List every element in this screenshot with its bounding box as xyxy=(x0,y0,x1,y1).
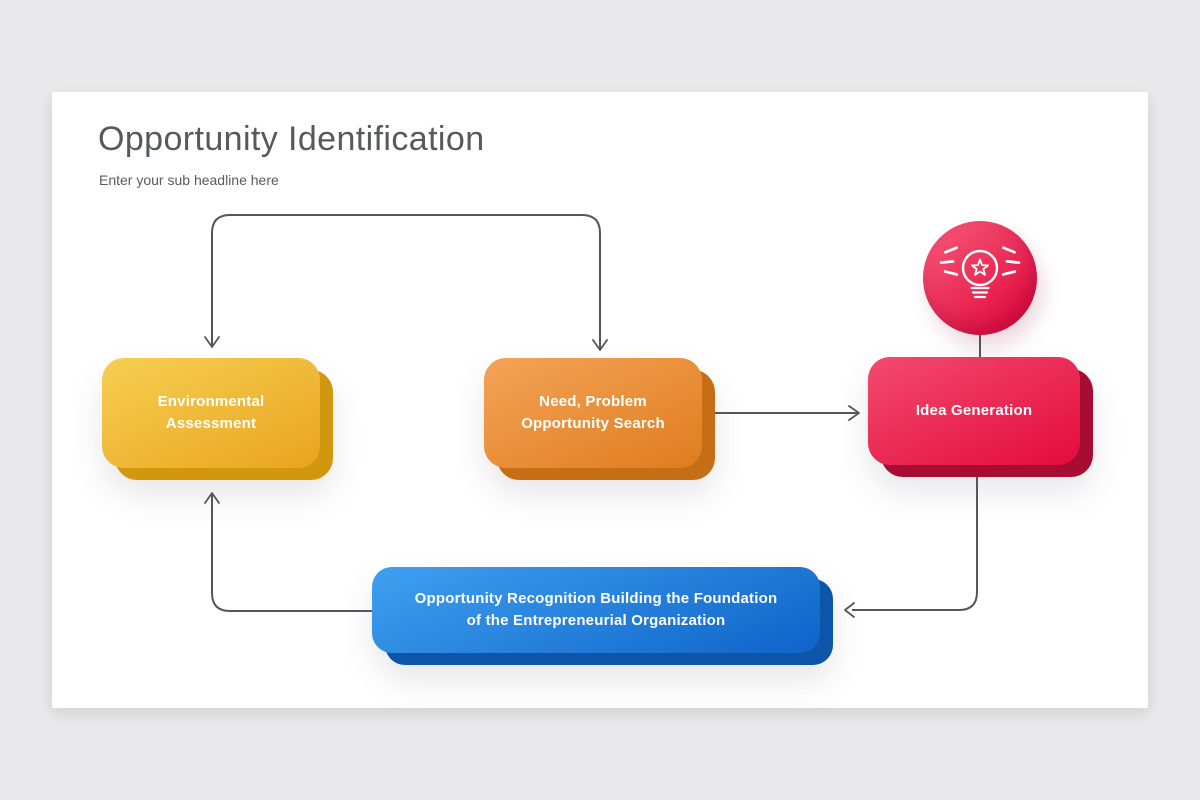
node-need-label: Need, Problem Opportunity Search xyxy=(484,358,702,468)
node-environmental-assessment: Environmental Assessment xyxy=(102,358,333,480)
node-opportunity-recognition: Opportunity Recognition Building the Fou… xyxy=(372,567,833,665)
page-subtitle: Enter your sub headline here xyxy=(99,172,279,188)
connector-recognition-to-environmental xyxy=(211,495,373,612)
node-environmental-label: Environmental Assessment xyxy=(102,358,320,468)
node-idea-generation: Idea Generation xyxy=(868,357,1093,477)
node-need-problem-opportunity-search: Need, Problem Opportunity Search xyxy=(484,358,715,480)
node-idea-label: Idea Generation xyxy=(868,357,1080,465)
arrowhead-up-environmental xyxy=(204,492,220,504)
arrowhead-left-recognition xyxy=(844,602,855,618)
flow-connectors xyxy=(204,214,981,618)
arrowhead-right-idea xyxy=(848,405,860,421)
node-recognition-label: Opportunity Recognition Building the Fou… xyxy=(372,567,820,653)
arrowhead-down-need xyxy=(592,339,608,351)
page-title: Opportunity Identification xyxy=(98,120,485,158)
idea-badge xyxy=(923,221,1037,335)
lightbulb-idea-icon xyxy=(939,246,1021,299)
connector-idea-to-recognition xyxy=(852,464,978,611)
connector-top-loop xyxy=(211,214,601,349)
slide-canvas: Opportunity Identification Enter your su… xyxy=(52,92,1148,708)
arrowhead-down-environmental xyxy=(204,336,220,348)
